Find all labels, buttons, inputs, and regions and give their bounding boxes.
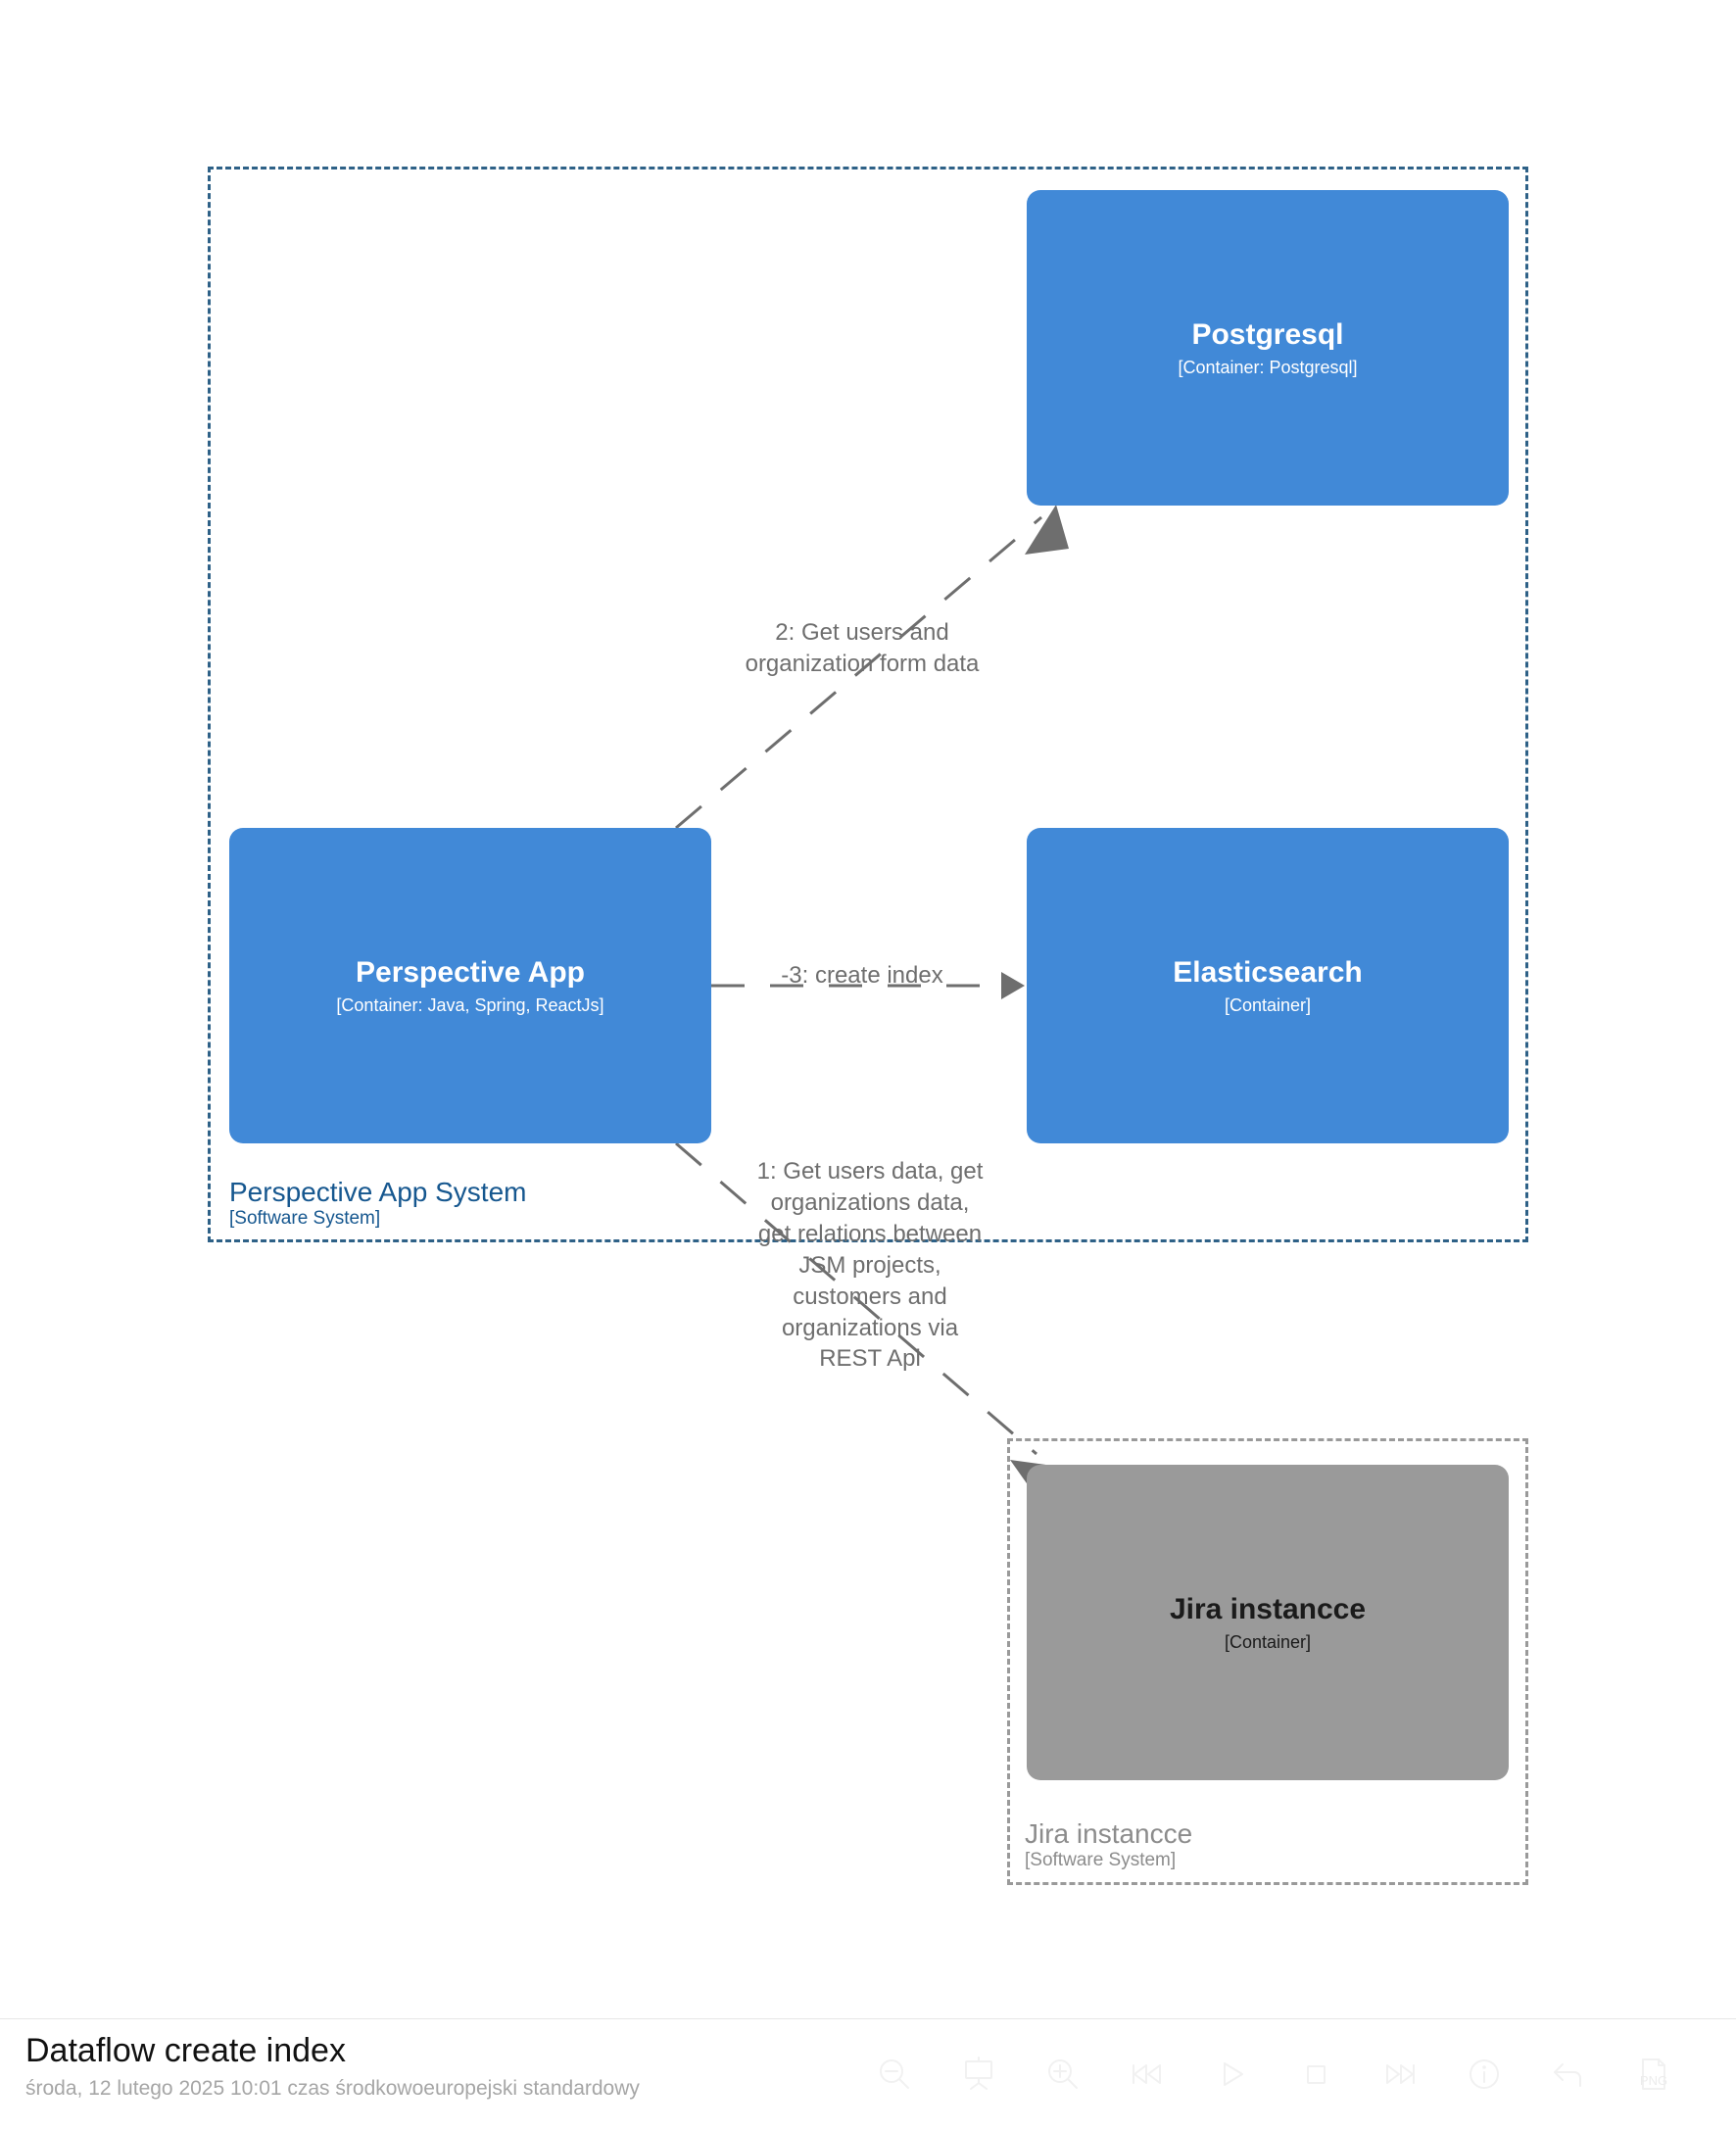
boundary-perspective-app-system[interactable] xyxy=(208,167,1528,1242)
rewind-icon[interactable] xyxy=(1105,2037,1189,2111)
node-technology: [Container] xyxy=(1224,994,1312,1015)
node-elasticsearch[interactable]: Elasticsearch [Container] xyxy=(1027,828,1509,1143)
edge-arrowhead-2 xyxy=(1025,505,1069,555)
zoom-out-icon[interactable] xyxy=(852,2037,937,2111)
footer-title-block: Dataflow create index środa, 12 lutego 2… xyxy=(25,2031,640,2101)
toolbar-group-playback xyxy=(1105,2037,1442,2111)
node-name: Jira instancce xyxy=(1169,1592,1367,1625)
toolbar-group-info xyxy=(1442,2037,1526,2111)
export-png-label: PNG xyxy=(1640,2073,1667,2088)
edge-label-3: -3: create index xyxy=(781,962,943,989)
node-name: Elasticsearch xyxy=(1173,955,1363,989)
boundary-type: [Software System] xyxy=(229,1208,381,1230)
edge-label-2: 2: Get users and organization form data xyxy=(745,619,980,677)
node-name: Postgresql xyxy=(1191,317,1344,351)
footer-bar: Dataflow create index środa, 12 lutego 2… xyxy=(0,2018,1736,2130)
node-name: Perspective App xyxy=(356,955,585,989)
boundary-type: [Software System] xyxy=(1025,1850,1177,1871)
page-title: Dataflow create index xyxy=(25,2032,346,2069)
boundary-label-jira-instancce: Jira instancce [Software System] xyxy=(1025,1817,1192,1871)
edge-label-1: 1: Get users data, get organizations dat… xyxy=(756,1158,984,1373)
stop-icon[interactable] xyxy=(1274,2037,1358,2111)
node-perspective-app[interactable]: Perspective App [Container: Java, Spring… xyxy=(229,828,711,1143)
boundary-label-perspective-app-system: Perspective App System [Software System] xyxy=(229,1176,526,1230)
export-png-icon[interactable]: PNG xyxy=(1611,2037,1695,2111)
node-postgresql[interactable]: Postgresql [Container: Postgresql] xyxy=(1027,190,1509,506)
toolbar-group-export: PNG xyxy=(1526,2037,1695,2111)
boundary-name: Jira instancce xyxy=(1025,1818,1193,1849)
info-icon[interactable] xyxy=(1442,2037,1526,2111)
node-technology: [Container] xyxy=(1224,1631,1312,1652)
fast-forward-icon[interactable] xyxy=(1358,2037,1442,2111)
boundary-jira-instancce[interactable] xyxy=(1007,1438,1528,1885)
node-technology: [Container: Java, Spring, ReactJs] xyxy=(336,994,604,1015)
back-arrow-icon[interactable] xyxy=(1526,2037,1611,2111)
boundary-name: Perspective App System xyxy=(229,1177,527,1207)
page-timestamp: środa, 12 lutego 2025 10:01 czas środkow… xyxy=(25,2077,640,2101)
edge-line-2 xyxy=(675,515,1042,830)
edge-arrowhead-3 xyxy=(1001,972,1025,999)
presentation-icon[interactable] xyxy=(937,2037,1021,2111)
toolbar[interactable]: PNG xyxy=(852,2037,1695,2111)
node-jira-instancce[interactable]: Jira instancce [Container] xyxy=(1027,1465,1509,1780)
play-icon[interactable] xyxy=(1189,2037,1274,2111)
node-technology: [Container: Postgresql] xyxy=(1178,357,1358,377)
zoom-in-icon[interactable] xyxy=(1021,2037,1105,2111)
diagram-canvas[interactable]: Perspective App System [Software System]… xyxy=(0,0,1736,2018)
toolbar-group-zoom xyxy=(852,2037,1105,2111)
edge-line-1 xyxy=(675,1141,1037,1456)
